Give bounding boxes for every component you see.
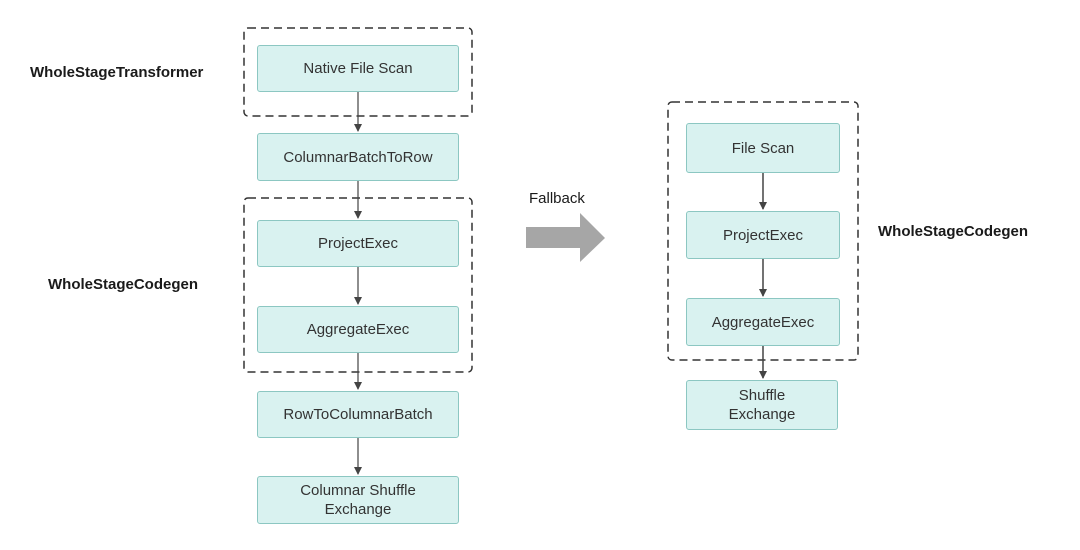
node-native-file-scan: Native File Scan bbox=[257, 45, 459, 92]
node-shuffle-exchange: Shuffle Exchange bbox=[686, 380, 838, 430]
node-project-exec-right: ProjectExec bbox=[686, 211, 840, 259]
group-label-whole-stage-codegen-right: WholeStageCodegen bbox=[878, 223, 1029, 240]
node-project-exec-left: ProjectExec bbox=[257, 220, 459, 267]
group-label-whole-stage-transformer: WholeStageTransformer bbox=[30, 64, 204, 81]
node-columnar-shuffle-exchange: Columnar Shuffle Exchange bbox=[257, 476, 459, 524]
node-aggregate-exec-right: AggregateExec bbox=[686, 298, 840, 346]
fallback-label: Fallback bbox=[529, 190, 585, 207]
group-label-whole-stage-codegen-left: WholeStageCodegen bbox=[48, 276, 199, 293]
node-row-to-columnar-batch: RowToColumnarBatch bbox=[257, 391, 459, 438]
fallback-arrow-icon bbox=[526, 213, 605, 262]
node-columnar-batch-to-row: ColumnarBatchToRow bbox=[257, 133, 459, 181]
node-file-scan: File Scan bbox=[686, 123, 840, 173]
node-aggregate-exec-left: AggregateExec bbox=[257, 306, 459, 353]
